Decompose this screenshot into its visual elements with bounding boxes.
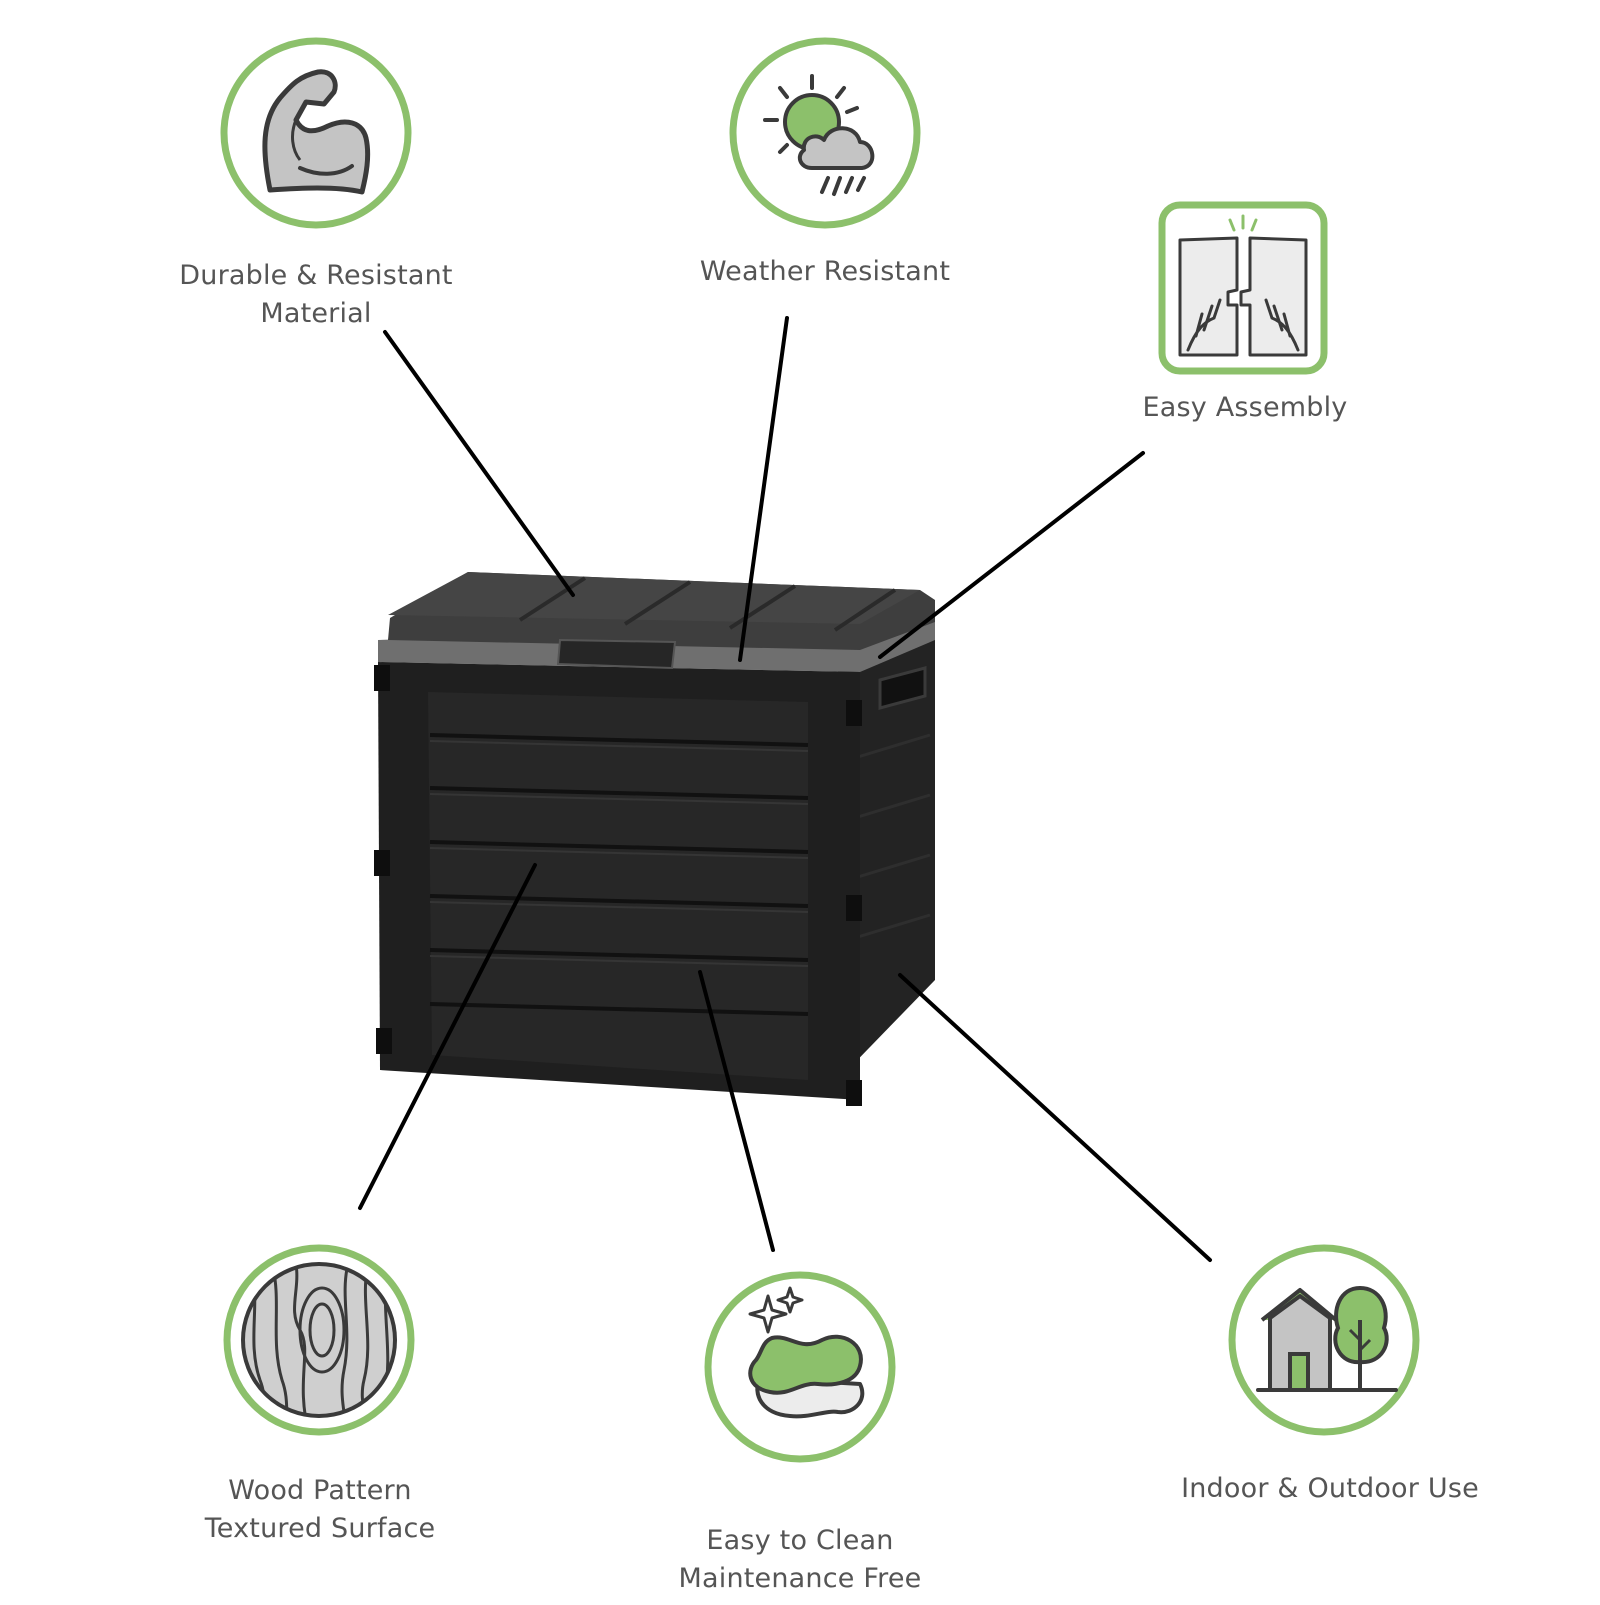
indoor-label: Indoor & Outdoor Use (1150, 1470, 1510, 1508)
clean-label: Easy to Clean Maintenance Free (650, 1522, 950, 1598)
weather-label: Weather Resistant (675, 253, 975, 291)
flexed-arm-icon (262, 69, 371, 195)
panel-assembly-icon (1178, 214, 1308, 357)
callout-line-clean (698, 970, 775, 1252)
clean-label-line-2: Maintenance Free (678, 1563, 922, 1594)
durable-label: Durable & Resistant Material (156, 257, 476, 333)
indoor-badge (1228, 1244, 1420, 1436)
durable-label-line-1: Durable & Resistant (179, 260, 453, 291)
callout-line-wood (358, 863, 537, 1210)
weather-label-line-1: Weather Resistant (699, 256, 951, 287)
box-side-ridges (847, 733, 931, 942)
wood-badge (223, 1244, 415, 1436)
box-side-handle (878, 666, 927, 710)
callout-line-weather (738, 316, 789, 662)
sun-cloud-rain-icon (763, 74, 875, 196)
callout-line-durable (383, 330, 575, 597)
callout-line-indoor (898, 973, 1212, 1262)
box-lid-handle[interactable] (556, 638, 677, 670)
assembly-badge (1158, 201, 1328, 375)
box-side-panel (838, 622, 935, 1080)
flexed-arm-badge (220, 37, 412, 229)
box-lid-ridges (518, 576, 897, 632)
callout-lines (358, 316, 1212, 1262)
callout-line-assembly (878, 451, 1145, 659)
wood-label-line-2: Textured Surface (204, 1513, 436, 1544)
wood-label: Wood Pattern Textured Surface (170, 1472, 470, 1548)
assembly-label: Easy Assembly (1100, 389, 1390, 427)
clean-label-line-1: Easy to Clean (706, 1525, 894, 1556)
clean-badge (704, 1271, 896, 1463)
wood-label-line-1: Wood Pattern (228, 1475, 412, 1506)
indoor-label-line-1: Indoor & Outdoor Use (1181, 1473, 1479, 1504)
house-tree-icon (1256, 1285, 1398, 1392)
assembly-label-line-1: Easy Assembly (1142, 392, 1348, 423)
box-corner-clips (374, 665, 862, 1106)
sponge-sparkle-icon (748, 1286, 865, 1419)
box-front-slats (429, 733, 809, 1016)
weather-badge (729, 37, 921, 229)
durable-label-line-2: Material (260, 298, 372, 329)
storage-box-product (374, 572, 935, 1106)
